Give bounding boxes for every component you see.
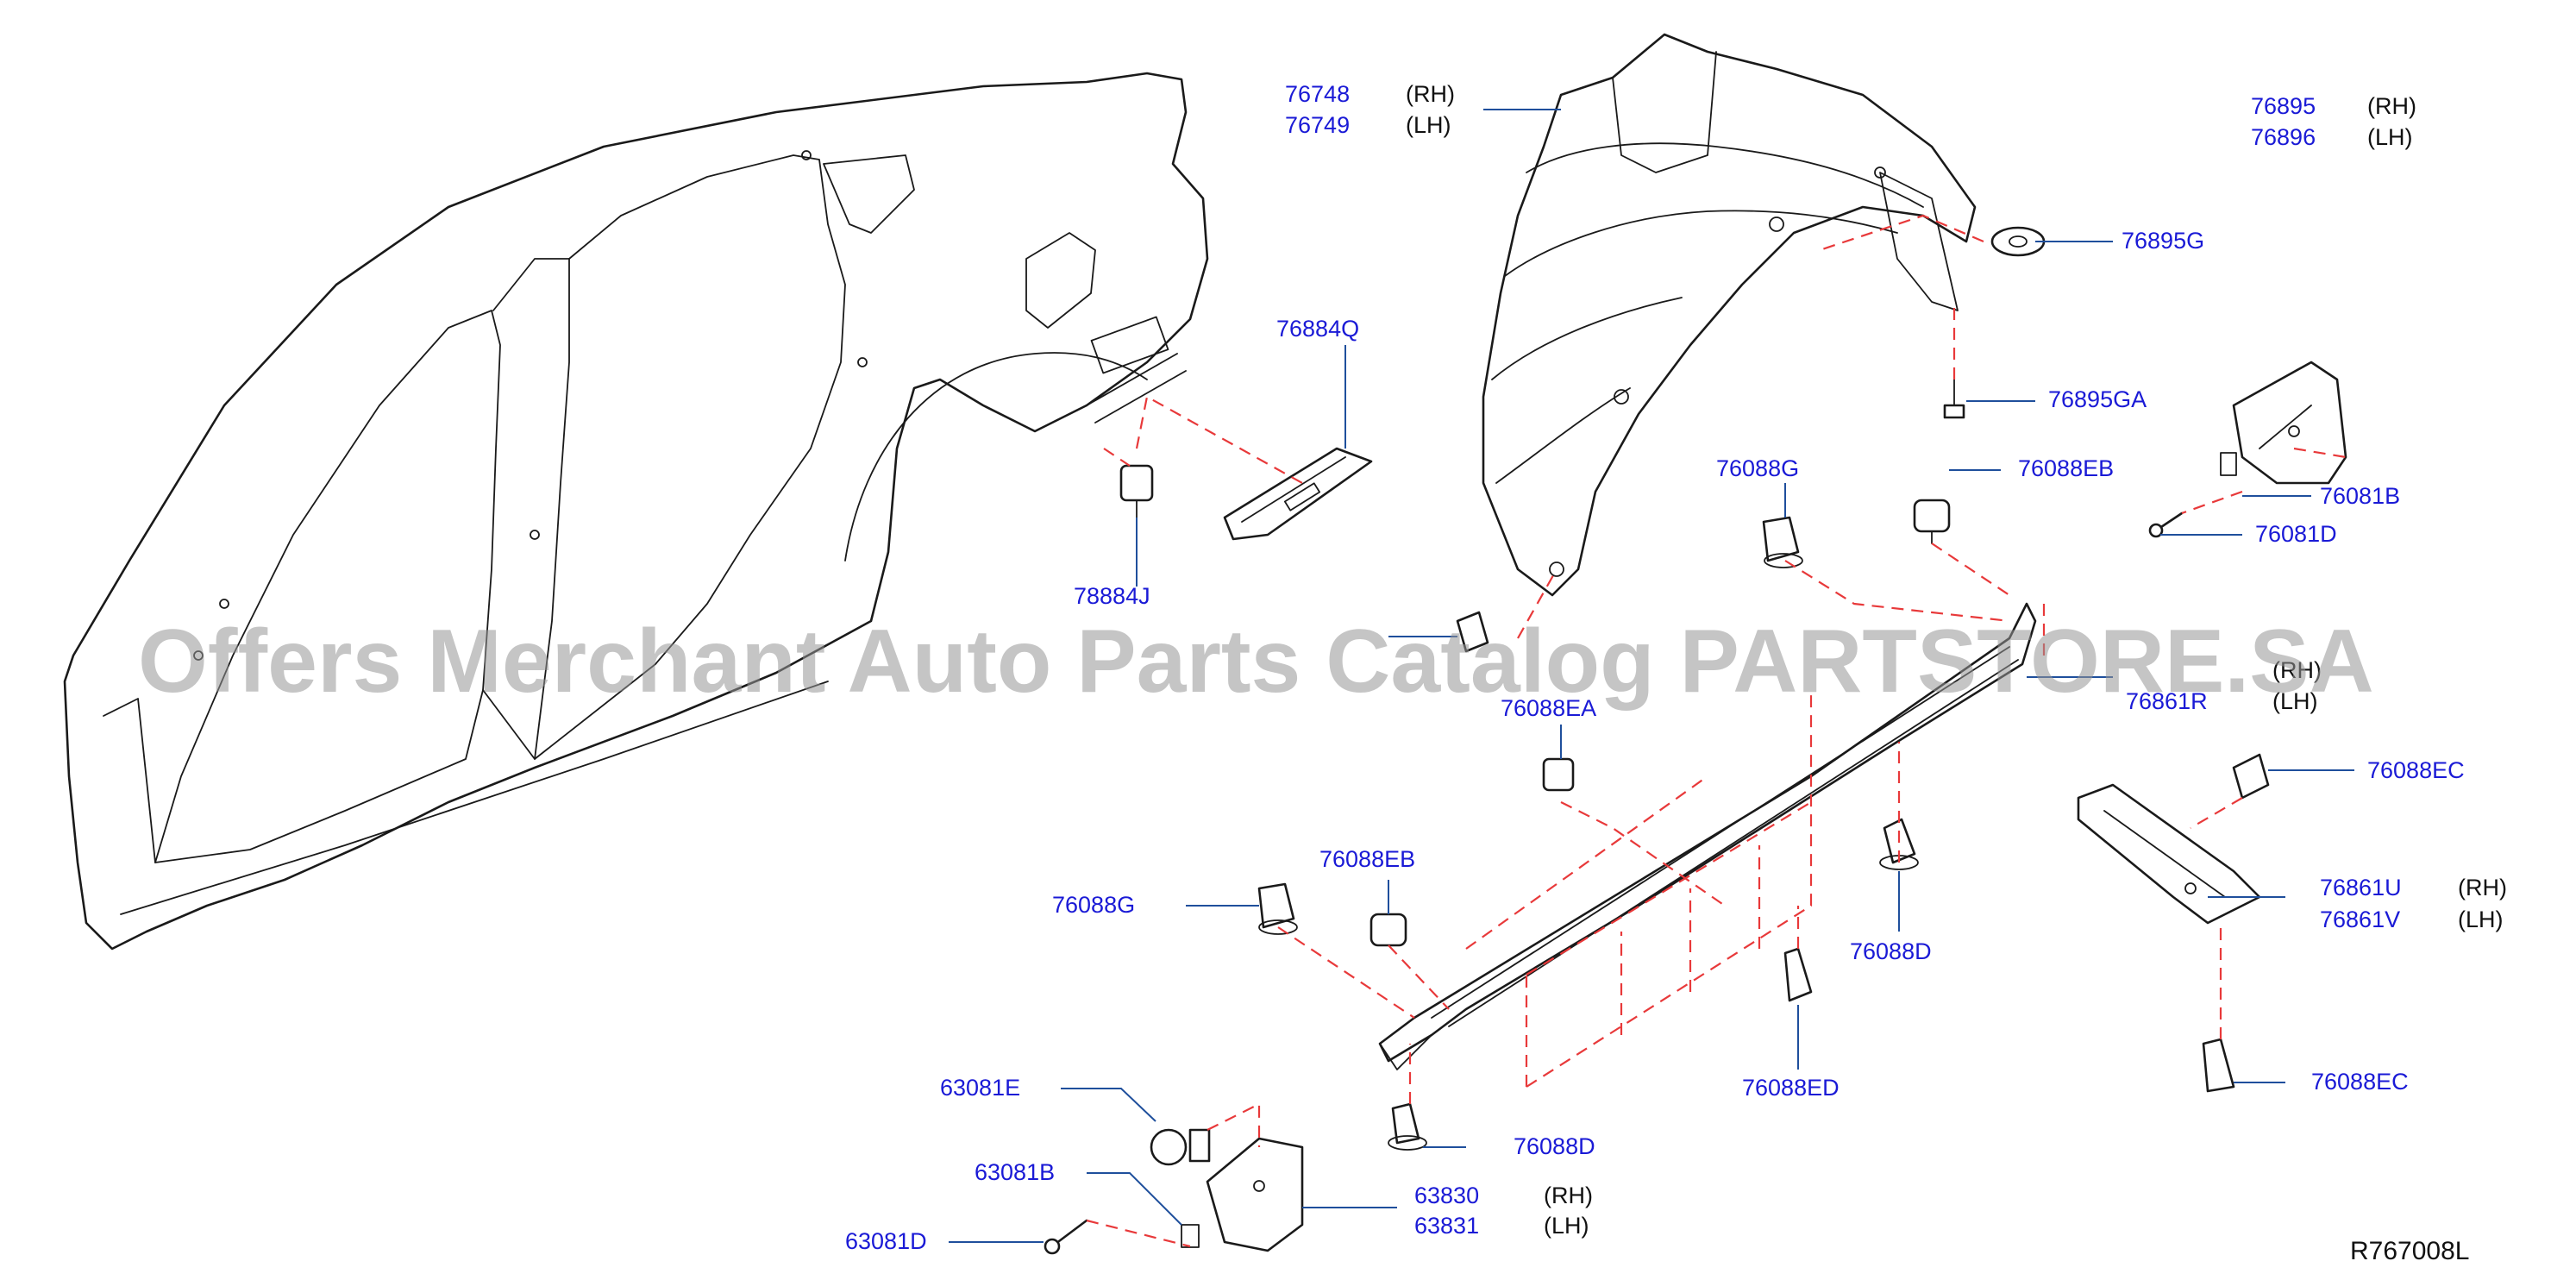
- clip-76088ea-icon: [1542, 757, 1575, 792]
- callout-76895: 76895: [2251, 93, 2316, 119]
- watermark-text: Offers Merchant Auto Parts Catalog PARTS…: [138, 612, 2374, 712]
- fastener-icons: [1044, 226, 2270, 1255]
- callout-76088EC-low: 76088EC: [2311, 1069, 2409, 1095]
- side-markers: (RH) (LH) (RH) (LH) (RH) (LH) (RH) (LH) …: [1406, 81, 2507, 1239]
- rh-marker-63830: (RH): [1544, 1183, 1593, 1208]
- callout-76088EB-low: 76088EB: [1319, 846, 1415, 872]
- callout-76088D-mid: 76088D: [1850, 938, 1932, 964]
- pin-76088ed-icon: [1783, 947, 1813, 1002]
- clip-strip-76884Q: [1223, 447, 1373, 541]
- callout-76896: 76896: [2251, 124, 2316, 150]
- callout-76895GA: 76895GA: [2048, 386, 2147, 412]
- callout-76088G-low: 76088G: [1052, 892, 1135, 918]
- clip-76088d-low-icon: [1388, 1102, 1427, 1151]
- callout-76861R: 76861R: [2126, 688, 2208, 714]
- callout-76088EA-mid: 76088EA: [1501, 695, 1596, 721]
- callout-76088D-low: 76088D: [1514, 1133, 1595, 1159]
- push-pin-76088ec-top-icon: [2232, 753, 2270, 800]
- callout-leaders: [949, 109, 2354, 1243]
- rear-mud-guard-76895: [2220, 361, 2347, 485]
- sill-end-cover-76861U: [2077, 783, 2261, 925]
- screw-63081d-icon: [1044, 1219, 1088, 1255]
- callout-76088G-top: 76088G: [1716, 455, 1799, 481]
- callout-76861U: 76861U: [2320, 875, 2402, 900]
- callout-76088EB-top: 76088EB: [2018, 455, 2114, 481]
- wheel-arch-liner-76748: [1482, 33, 1977, 597]
- clip-63081e-icon: [1150, 1128, 1211, 1166]
- clip-76088g-low-icon: [1257, 882, 1298, 935]
- assembly-guide-lines: [1086, 214, 2347, 1248]
- screw-76895ga-icon: [1943, 379, 1965, 419]
- callout-63830: 63830: [1414, 1183, 1479, 1208]
- rh-marker-76861: (RH): [2272, 657, 2322, 683]
- rh-marker-76748: (RH): [1406, 81, 1455, 107]
- callout-63081B: 63081B: [975, 1159, 1055, 1185]
- lh-marker-63831: (LH): [1544, 1213, 1589, 1239]
- callout-76884Q: 76884Q: [1276, 316, 1359, 342]
- clip-76088eb-low-icon: [1369, 913, 1407, 947]
- callout-63081E: 63081E: [940, 1075, 1020, 1101]
- callout-76749: 76749: [1285, 112, 1350, 138]
- callout-76895G: 76895G: [2122, 228, 2204, 254]
- lh-marker-76861V: (LH): [2458, 907, 2504, 932]
- clip-78884j-icon: [1119, 464, 1154, 518]
- clip-76088g-top-icon: [1762, 516, 1803, 568]
- callout-76088EC-top: 76088EC: [2367, 757, 2465, 783]
- clip-76088eb-top-icon: [1913, 499, 1951, 544]
- screw-76081d-icon: [2148, 511, 2184, 538]
- lh-marker-76861R: (LH): [2272, 688, 2318, 714]
- clip-76088a-icon: [1456, 611, 1489, 653]
- body-side-panel: [63, 72, 1209, 951]
- callout-63831: 63831: [1414, 1213, 1479, 1239]
- rh-marker-76895: (RH): [2367, 93, 2416, 119]
- callout-labels: 76748 76749 76895 76896 76895G 76884Q 76…: [845, 81, 2465, 1254]
- lh-marker-76896: (LH): [2367, 124, 2413, 150]
- callout-76088ED: 76088ED: [1742, 1075, 1840, 1101]
- front-mud-guard-63830: [1181, 1137, 1304, 1252]
- callout-76081B: 76081B: [2320, 483, 2400, 509]
- grommet-76895g-icon: [1990, 226, 2046, 257]
- callout-78884J: 78884J: [1074, 583, 1150, 609]
- callout-76748: 76748: [1285, 81, 1350, 107]
- diagram-reference-code: R767008L: [2350, 1237, 2469, 1265]
- callout-63081D: 63081D: [845, 1228, 927, 1254]
- callout-76081D: 76081D: [2255, 521, 2337, 547]
- callout-76861V: 76861V: [2320, 907, 2400, 932]
- rh-marker-76861U: (RH): [2458, 875, 2507, 900]
- push-pin-76088ec-low-icon: [2202, 1038, 2235, 1093]
- lh-marker-76749: (LH): [1406, 112, 1451, 138]
